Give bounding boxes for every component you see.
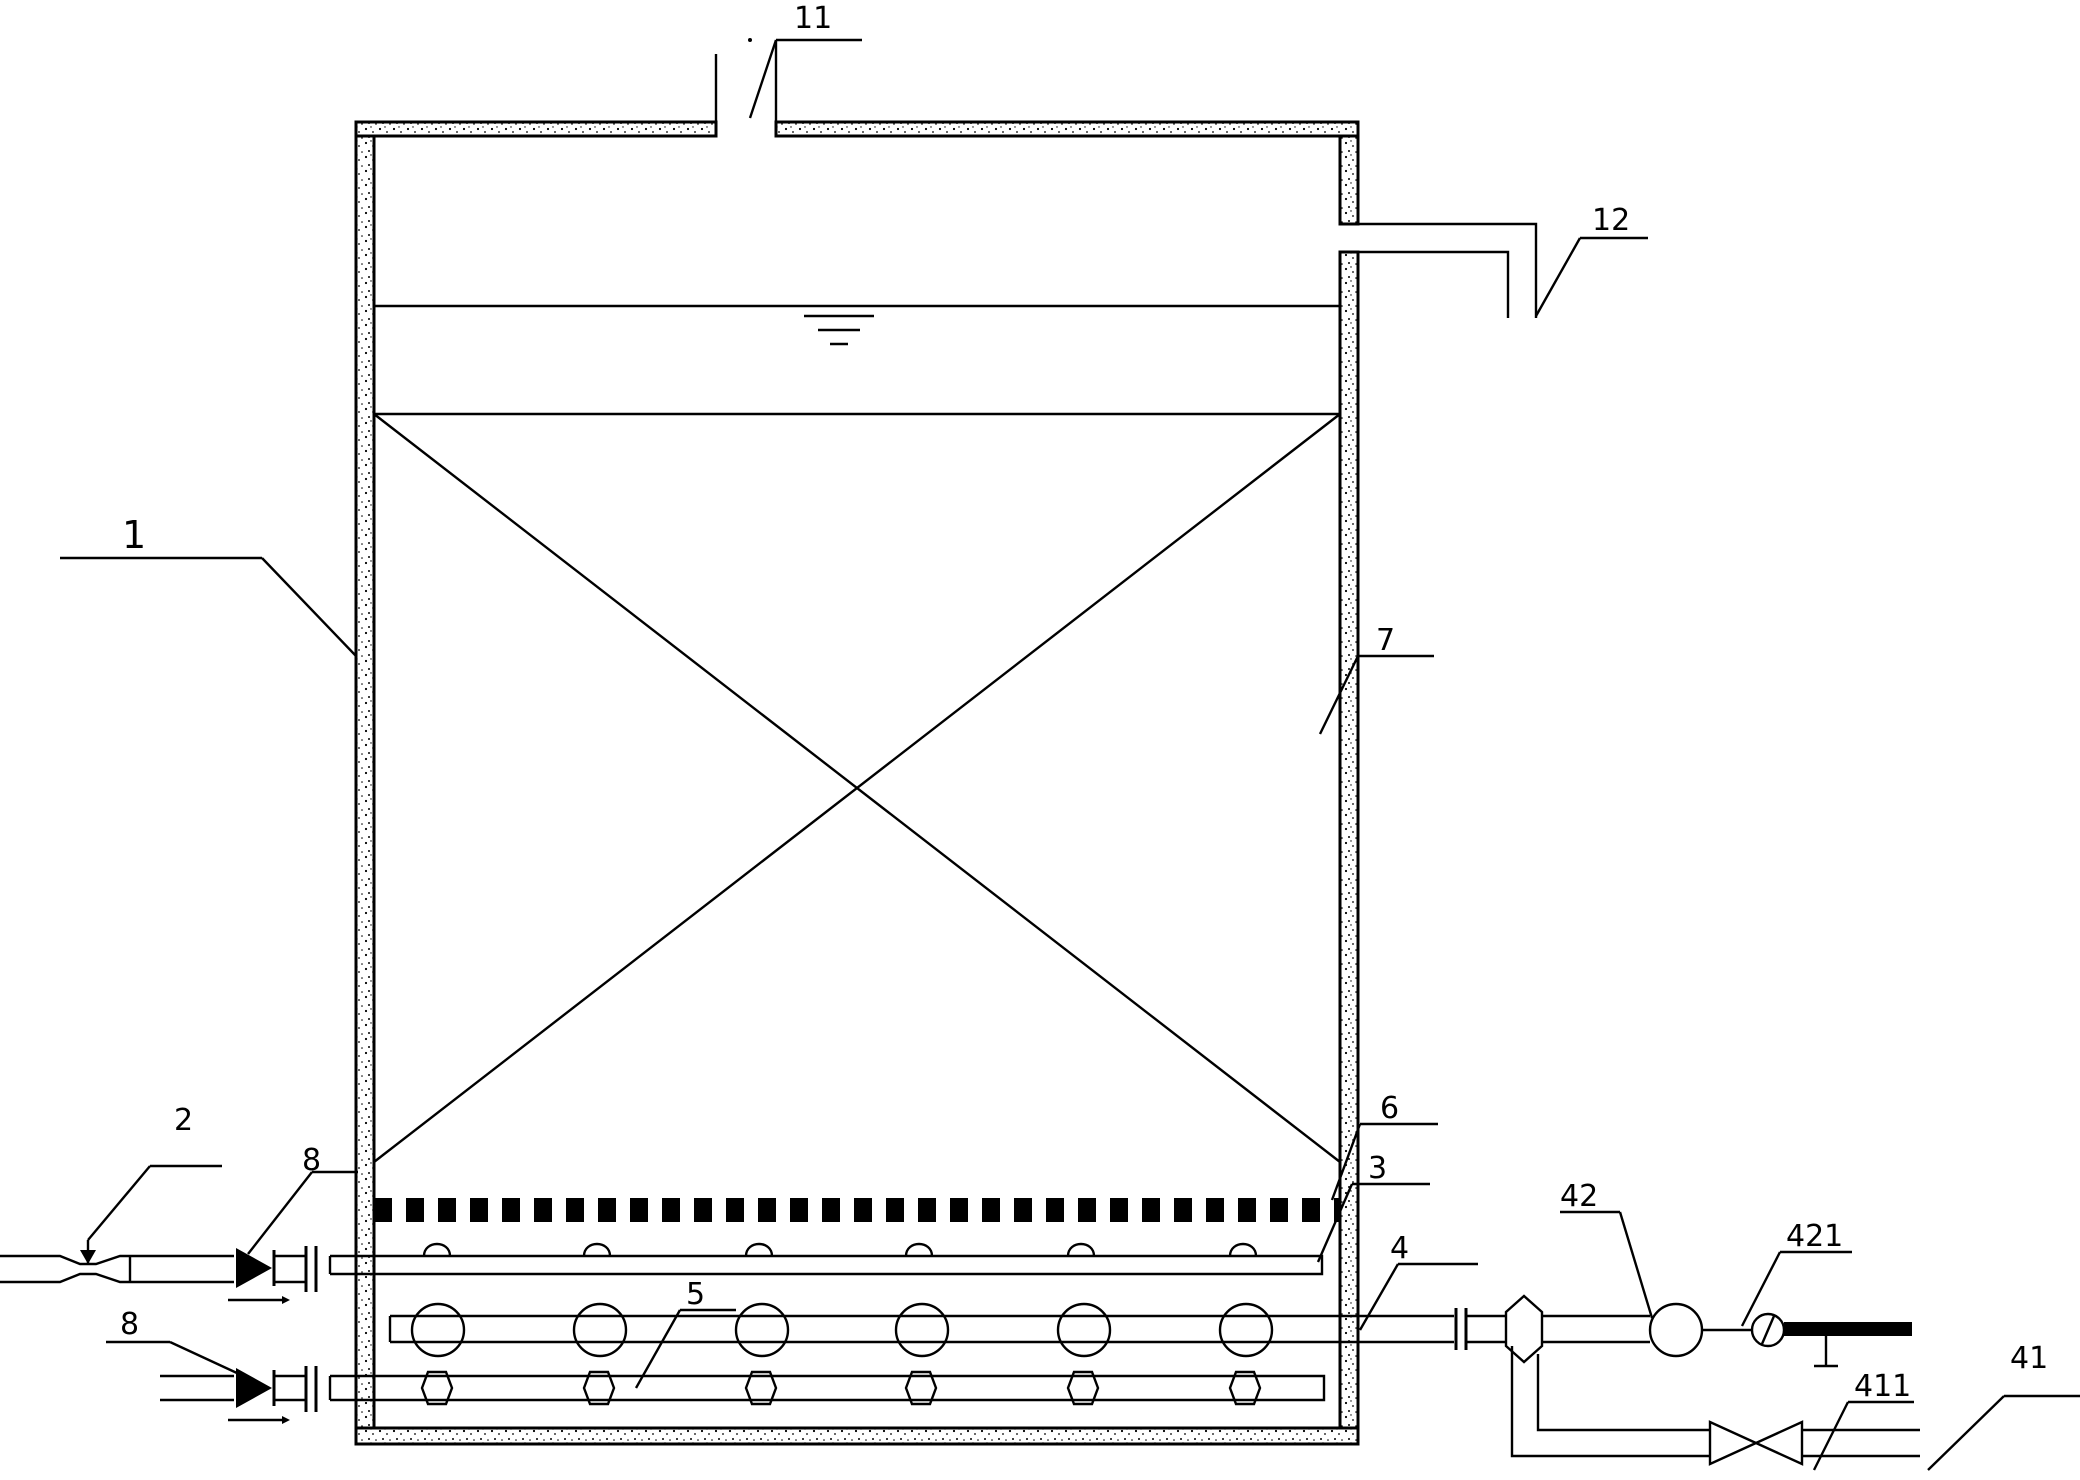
label-inlet: 2 [174,1103,193,1138]
media-zone [373,412,1341,1163]
branch-pipe [1510,1346,1920,1466]
nozzles [422,1242,1258,1257]
check-valve-top [236,1248,272,1288]
water-inlet [0,1164,358,1304]
label-vent: 11 [794,1,832,36]
air-valve [1504,1294,1544,1364]
tank-left-wall [354,120,376,1446]
tank-top-wall-right [774,120,1360,138]
vent-pipe [714,38,862,122]
label-aerator: 5 [686,1277,705,1312]
lower-air-pipe [106,1340,1326,1424]
tank-top-wall-left [354,120,718,138]
label-check-valve-bottom: 8 [120,1307,139,1342]
blower [1648,1302,1912,1368]
label-outlet: 12 [1592,203,1630,238]
water-level [374,304,1340,346]
outlet-pipe [1340,222,1648,318]
label-air-pipe: 4 [1390,1231,1409,1266]
tank-bottom-wall [354,1426,1360,1446]
water-distribution-pipe [328,1242,1324,1276]
label-check-valve-top: 8 [302,1143,321,1178]
leader-lines [60,556,2080,1471]
air-pipe [388,1294,1650,1364]
label-gauge: 421 [1786,1219,1843,1254]
label-support-plate: 6 [1380,1091,1399,1126]
gate-valve [1708,1420,1804,1466]
tank-wall [354,120,1360,1446]
label-branch-valve: 411 [1854,1369,1911,1404]
label-tank: 1 [122,513,146,557]
label-water-pipe: 3 [1368,1151,1387,1186]
label-branch-pipe: 41 [2010,1341,2048,1376]
label-blower: 42 [1560,1179,1598,1214]
label-media: 7 [1376,623,1395,658]
labels: 1 2 3 4 5 6 7 8 8 11 12 42 421 411 41 [120,1,2048,1404]
tank-right-wall-lower [1338,250,1360,1446]
